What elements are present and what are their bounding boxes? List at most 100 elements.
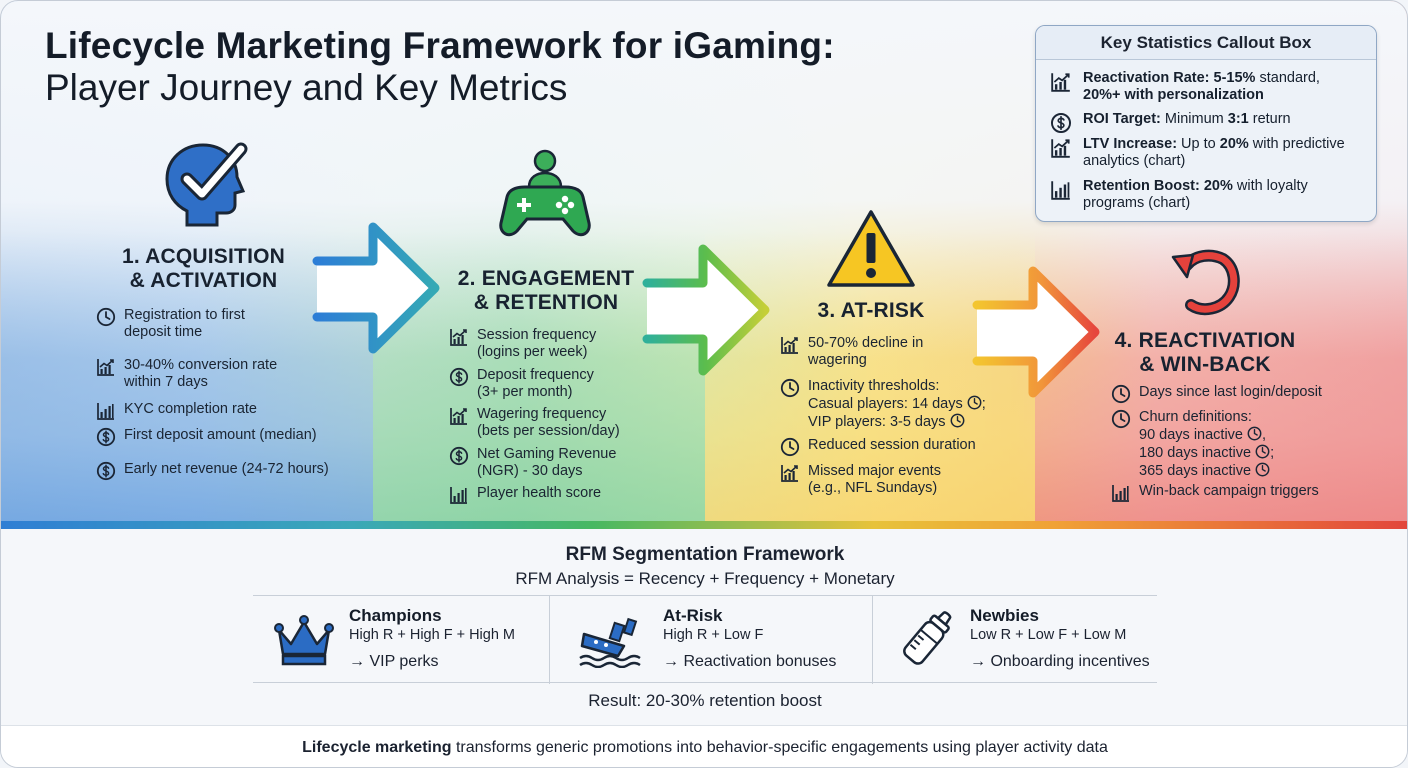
stat-label: ROI Target:: [1083, 111, 1161, 127]
metric-text: Days since last login/deposit: [1139, 384, 1322, 400]
mini-clock-icon: [1247, 426, 1262, 441]
metric-text: within 7 days: [124, 374, 208, 390]
dollar-coin-icon: [449, 367, 469, 387]
growth-chart-icon: [780, 335, 800, 355]
metric-text: 50-70% decline in: [808, 335, 924, 351]
stat-label: LTV Increase:: [1083, 136, 1178, 152]
metric-text: Registration to first: [124, 307, 245, 323]
stage4-panel: [1035, 231, 1407, 523]
metric-text: Reduced session duration: [808, 437, 976, 453]
stage1-panel: [1, 231, 373, 523]
metric-text: Win-back campaign triggers: [1139, 483, 1319, 499]
stat-text: programs (chart): [1083, 195, 1191, 211]
growth-chart-icon: [1050, 71, 1072, 93]
growth-chart-icon: [780, 463, 800, 483]
flow-arrow-2: [642, 244, 770, 376]
stat-value: 20%: [1219, 136, 1249, 152]
stat-label: Retention Boost: 20%: [1083, 178, 1233, 194]
stage2-title-line2: & RETENTION: [473, 291, 619, 314]
mini-clock-icon: [1255, 444, 1270, 459]
stage4-title-line1: 4. REACTIVATION: [1114, 329, 1296, 352]
metric-text: 90 days inactive: [1139, 427, 1243, 443]
segment-name: At-Risk: [663, 606, 723, 625]
circular-arrow-icon: [1171, 249, 1240, 316]
segment-action: → Onboarding incentives: [970, 653, 1150, 670]
metric-text: First deposit amount (median): [124, 427, 317, 443]
segment-definition: Low R + Low F + Low M: [970, 627, 1127, 643]
metric-text: 180 days inactive: [1139, 445, 1252, 461]
punctuation: ,: [1262, 427, 1267, 443]
mini-clock-icon: [950, 413, 965, 428]
clock-icon: [1111, 409, 1131, 429]
clock-icon: [780, 437, 800, 457]
metric-text: (bets per session/day): [477, 423, 620, 439]
segment-divider: [549, 596, 550, 684]
segment-action: → VIP perks: [349, 653, 439, 670]
growth-chart-icon: [449, 327, 469, 347]
metric-text: deposit time: [124, 324, 203, 340]
metric-text: (3+ per month): [477, 384, 573, 400]
stage1-title-line2: & ACTIVATION: [129, 269, 278, 292]
stage1-title-line1: 1. ACQUISITION: [121, 245, 286, 268]
footer-text: transforms generic promotions into behav…: [451, 739, 1108, 756]
stat-text: standard,: [1255, 70, 1320, 86]
stage4-title: 4. REACTIVATION & WIN-BACK: [1105, 329, 1305, 377]
growth-chart-icon: [1050, 137, 1072, 159]
rfm-title: RFM Segmentation Framework: [565, 544, 845, 565]
stage1-title: 1. ACQUISITION & ACTIVATION: [101, 245, 306, 293]
warning-triangle-icon: [827, 210, 915, 287]
footer-bold: Lifecycle marketing: [302, 739, 452, 756]
stage3-title: 3. AT-RISK: [781, 299, 961, 323]
metric-text: wagering: [808, 352, 867, 368]
metric-text: Session frequency: [477, 327, 597, 343]
segment-divider: [872, 596, 873, 684]
stat-value: 3:1: [1227, 111, 1249, 127]
segment-name: Newbies: [970, 606, 1039, 625]
flow-arrow-1: [312, 222, 440, 354]
dollar-coin-icon: [449, 446, 469, 466]
metric-text: (NGR) - 30 days: [477, 463, 583, 479]
segment-newbies: Newbies Low R + Low F + Low M → Onboardi…: [873, 596, 1157, 684]
stage2-title-line1: 2. ENGAGEMENT: [457, 267, 635, 290]
punctuation: ;: [1270, 445, 1275, 461]
bar-chart-icon: [1111, 483, 1131, 503]
metric-text: Casual players: 14 days: [808, 396, 963, 412]
clock-icon: [1111, 384, 1131, 404]
growth-chart-icon: [96, 357, 116, 377]
dollar-coin-icon: [96, 427, 116, 447]
segment-definition: High R + High F + High M: [349, 627, 516, 643]
key-statistics-callout: Key Statistics Callout Box Reactivation …: [1035, 25, 1377, 222]
metric-text: Inactivity thresholds:: [808, 378, 940, 394]
head-checkmark-icon: [165, 142, 248, 227]
metric-text: VIP players: 3-5 days: [808, 414, 946, 430]
bar-chart-icon: [96, 401, 116, 421]
metric-text: (e.g., NFL Sundays): [808, 480, 938, 496]
segment-action: → Reactivation bonuses: [663, 653, 837, 670]
metric-text: Missed major events: [808, 463, 941, 479]
metric-text: Churn definitions:: [1139, 409, 1252, 425]
bar-chart-icon: [449, 485, 469, 505]
stage2-title: 2. ENGAGEMENT & RETENTION: [447, 267, 645, 315]
sinking-ship-icon: [579, 617, 641, 668]
rfm-result: Result: 20-30% retention boost: [588, 691, 822, 710]
gamepad-player-icon: [499, 149, 591, 237]
stat-label: 20%+ with personalization: [1083, 87, 1264, 103]
metric-text: Net Gaming Revenue: [477, 446, 617, 462]
metric-text: 365 days inactive: [1139, 463, 1252, 479]
stat-text: analytics (chart): [1083, 153, 1186, 169]
stage3-title-line1: 3. AT-RISK: [817, 299, 925, 322]
flow-arrow-3: [972, 266, 1100, 398]
footer-summary: Lifecycle marketing transforms generic p…: [1, 725, 1407, 767]
segment-name: Champions: [349, 606, 442, 625]
metric-text: Early net revenue (24-72 hours): [124, 461, 329, 477]
growth-chart-icon: [449, 406, 469, 426]
segment-definition: High R + Low F: [663, 627, 764, 643]
page-subtitle: Player Journey and Key Metrics: [45, 67, 568, 108]
stat-text: return: [1248, 111, 1291, 127]
metric-text: (logins per week): [477, 344, 588, 360]
bar-chart-icon: [1050, 179, 1072, 201]
segment-at-risk: At-Risk High R + Low F → Reactivation bo…: [550, 596, 872, 684]
metric-text: Deposit frequency: [477, 367, 594, 383]
metric-text: Wagering frequency: [477, 406, 607, 422]
